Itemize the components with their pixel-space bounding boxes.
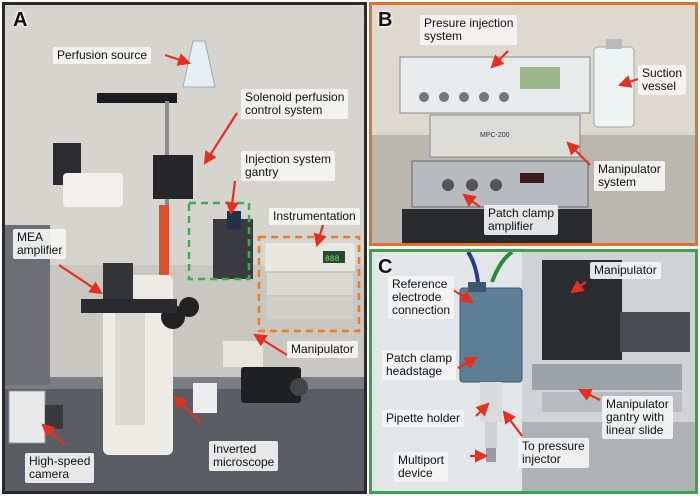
label-multiport-device: Multiport device	[394, 452, 449, 482]
label-suction-line-1: Suction	[642, 66, 683, 80]
label-microscope-line-2: microscope	[213, 455, 275, 469]
panel-letter-b: B	[378, 9, 393, 31]
label-camera-line-1: High-speed	[29, 454, 91, 468]
label-solenoid-line-1: Solenoid perfusion	[245, 90, 345, 104]
label-pipette-holder-text: Pipette holder	[386, 411, 461, 425]
instrumentation-dashed-box	[257, 235, 361, 333]
label-pressure-injection-line-1: Presure injection	[424, 16, 514, 30]
label-manipulator-system-line-1: Manipulator	[598, 162, 661, 176]
label-high-speed-camera: High-speed camera	[25, 453, 95, 483]
label-camera-line-2: camera	[29, 467, 70, 481]
label-manipulator-gantry-line-1: Manipulator	[606, 397, 669, 411]
label-patch-clamp-amplifier-line-2: amplifier	[488, 219, 534, 233]
panel-c: C Reference electrode connection Manipul…	[369, 249, 698, 494]
panel-a-photo: 888	[5, 5, 364, 491]
label-suction-line-2: vessel	[642, 79, 677, 93]
panel-a: 888	[2, 2, 367, 494]
label-injection-gantry-line-2: gantry	[245, 165, 279, 179]
label-reference-line-2: electrode	[392, 290, 442, 304]
label-manipulator-gantry-line-3: linear slide	[606, 423, 664, 437]
label-pressure-injector-line-2: injector	[522, 452, 561, 466]
label-instrumentation: Instrumentation	[269, 208, 360, 225]
panel-b: MPC-200 B	[369, 2, 698, 246]
label-reference-line-1: Reference	[392, 277, 448, 291]
label-reference-line-3: connection	[392, 303, 451, 317]
label-mea-line-1: MEA	[17, 230, 44, 244]
label-manipulator-system: Manipulator system	[594, 161, 665, 191]
label-manipulator-c: Manipulator	[590, 262, 661, 279]
panel-letter-a: A	[13, 9, 28, 31]
label-headstage-line-1: Patch clamp	[386, 351, 453, 365]
label-headstage: Patch clamp headstage	[382, 350, 457, 380]
label-manipulator-a-text: Manipulator	[291, 342, 354, 356]
label-reference-electrode: Reference electrode connection	[388, 276, 455, 319]
label-headstage-line-2: headstage	[386, 364, 443, 378]
label-pipette-holder: Pipette holder	[382, 410, 465, 427]
gantry-dashed-box	[187, 201, 251, 281]
label-solenoid-perfusion: Solenoid perfusion control system	[241, 89, 349, 119]
label-pressure-injector-line-1: To pressure	[522, 439, 585, 453]
label-manipulator-a: Manipulator	[287, 341, 358, 358]
label-injection-gantry-line-1: Injection system	[245, 152, 332, 166]
panel-b-photo: MPC-200	[372, 5, 695, 243]
panel-letter-c: C	[378, 256, 393, 278]
label-pressure-injection-line-2: system	[424, 29, 463, 43]
label-perfusion-source-text: Perfusion source	[57, 48, 148, 62]
panel-c-photo	[372, 252, 695, 491]
label-pressure-injection: Presure injection system	[420, 15, 518, 45]
label-multiport-line-2: device	[398, 466, 433, 480]
label-multiport-line-1: Multiport	[398, 453, 445, 467]
label-microscope-line-1: Inverted	[213, 442, 257, 456]
led-readout: 888	[325, 255, 340, 264]
label-manipulator-system-line-2: system	[598, 175, 637, 189]
label-patch-clamp-amplifier-line-1: Patch clamp	[488, 206, 555, 220]
label-manipulator-c-text: Manipulator	[594, 263, 657, 277]
label-to-pressure-injector: To pressure injector	[518, 438, 589, 468]
label-solenoid-line-2: control system	[245, 103, 323, 117]
label-manipulator-gantry-line-2: gantry with	[606, 410, 665, 424]
label-mea-line-2: amplifier	[17, 243, 63, 257]
label-injection-gantry: Injection system gantry	[241, 151, 336, 181]
label-instrumentation-text: Instrumentation	[273, 209, 356, 223]
manipulator-model: MPC-200	[480, 132, 510, 139]
label-patch-clamp-amplifier: Patch clamp amplifier	[484, 205, 559, 235]
label-mea-amplifier: MEA amplifier	[13, 229, 67, 259]
label-manipulator-gantry: Manipulator gantry with linear slide	[602, 396, 673, 439]
label-perfusion-source: Perfusion source	[53, 47, 152, 64]
label-inverted-microscope: Inverted microscope	[209, 441, 279, 471]
label-suction-vessel: Suction vessel	[638, 65, 687, 95]
